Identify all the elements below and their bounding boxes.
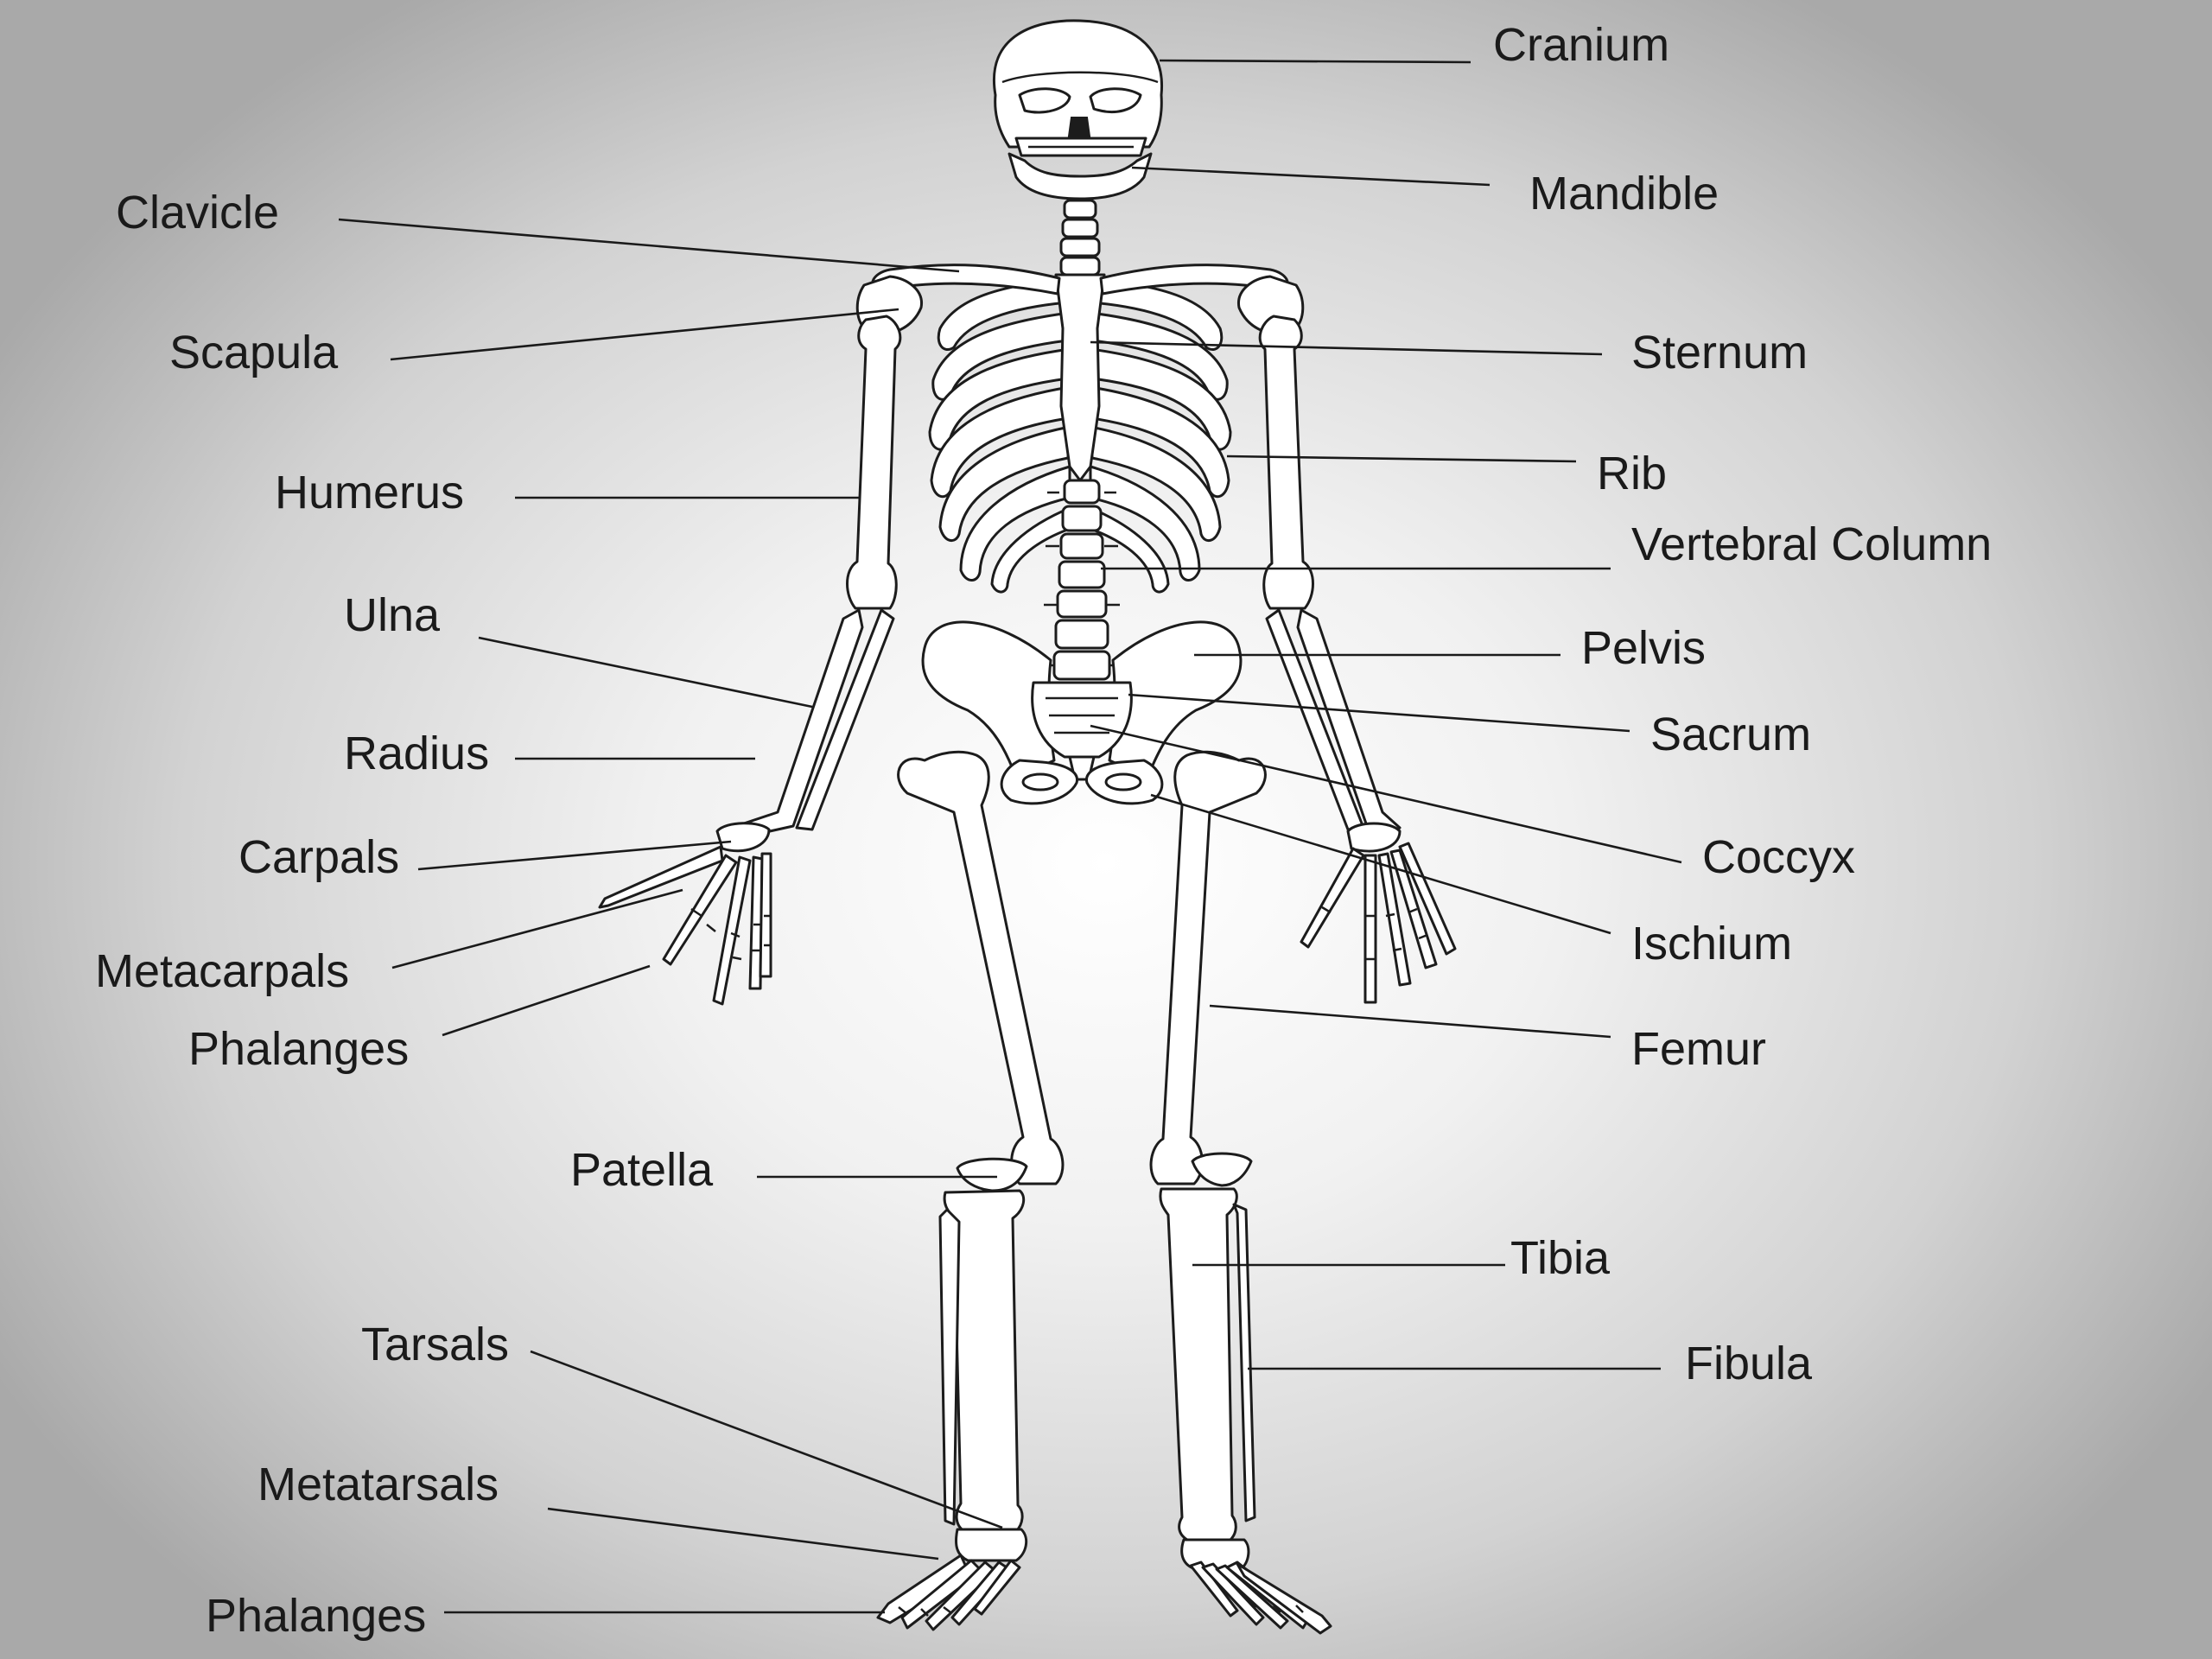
carpals-left	[715, 822, 771, 853]
sacrum	[1031, 681, 1133, 759]
label-fibula: Fibula	[1685, 1338, 1813, 1389]
skull	[993, 19, 1163, 157]
label-rib: Rib	[1597, 448, 1667, 499]
leader-carpals	[417, 840, 732, 871]
label-cranium: Cranium	[1493, 19, 1669, 71]
fibula-right	[1232, 1203, 1256, 1522]
leader-mandible	[1131, 166, 1491, 187]
leader-tarsals	[530, 1350, 1003, 1529]
label-sacrum: Sacrum	[1650, 709, 1811, 760]
right-leg	[1149, 750, 1332, 1635]
patella-right	[1191, 1152, 1253, 1187]
skeleton-figure	[598, 19, 1457, 1635]
cervical-spine	[1059, 199, 1101, 276]
femur-left	[897, 750, 1065, 1185]
label-phalanges-hand: Phalanges	[188, 1023, 409, 1075]
ulna-left	[795, 608, 895, 831]
tibia-right	[1159, 1187, 1238, 1541]
label-patella: Patella	[570, 1144, 714, 1196]
leader-scapula	[390, 308, 899, 361]
leader-sternum	[1090, 340, 1603, 356]
sternum	[1054, 273, 1106, 482]
humerus-right	[1258, 315, 1314, 610]
humerus-left	[846, 315, 902, 610]
left-leg	[876, 750, 1065, 1631]
label-sternum: Sternum	[1631, 327, 1808, 378]
label-ischium: Ischium	[1631, 918, 1792, 969]
label-femur: Femur	[1631, 1023, 1766, 1075]
label-pelvis: Pelvis	[1581, 622, 1706, 674]
label-scapula: Scapula	[169, 327, 339, 378]
label-carpals: Carpals	[238, 831, 399, 883]
label-metacarpals: Metacarpals	[95, 945, 349, 997]
leader-rib	[1226, 454, 1577, 463]
pelvis	[921, 620, 1243, 805]
label-tarsals: Tarsals	[361, 1319, 509, 1370]
label-mandible: Mandible	[1529, 168, 1719, 219]
label-ulna: Ulna	[344, 589, 441, 641]
right-arm	[1258, 315, 1457, 1004]
leader-lines	[338, 59, 1682, 1614]
label-tibia: Tibia	[1510, 1232, 1611, 1284]
leader-coccyx	[1090, 724, 1682, 864]
labels: Cranium Mandible Clavicle Scapula Sternu…	[95, 19, 1992, 1642]
label-coccyx: Coccyx	[1702, 831, 1855, 883]
leader-metacarpals	[391, 888, 683, 969]
leader-metatarsals	[547, 1507, 939, 1560]
label-metatarsals: Metatarsals	[257, 1459, 499, 1510]
label-radius: Radius	[344, 728, 489, 779]
patella-left	[956, 1157, 1028, 1192]
carpals-right	[1346, 822, 1402, 853]
leader-phalanges-hand	[442, 964, 651, 1037]
leader-femur	[1209, 1004, 1611, 1039]
label-clavicle: Clavicle	[116, 187, 279, 238]
mandible	[1007, 152, 1153, 200]
label-humerus: Humerus	[275, 467, 464, 518]
left-arm	[598, 315, 902, 1006]
tarsals-left	[955, 1528, 1028, 1562]
label-vertebral-column: Vertebral Column	[1631, 518, 1992, 570]
vertebral-column	[1044, 479, 1122, 681]
fibula-left	[938, 1208, 961, 1526]
leader-sacrum	[1128, 693, 1630, 733]
leader-ischium	[1150, 793, 1611, 935]
leader-cranium	[1159, 59, 1471, 64]
leader-ulna	[478, 636, 813, 709]
femur-right	[1149, 750, 1267, 1185]
label-phalanges-foot: Phalanges	[206, 1590, 426, 1642]
leader-clavicle	[338, 218, 960, 273]
